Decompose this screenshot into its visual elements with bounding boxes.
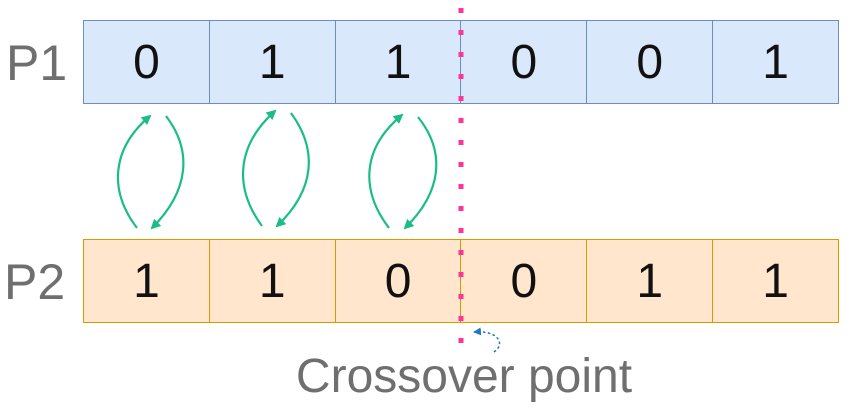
swap-arrow-down-2 (275, 112, 310, 228)
gene-cell: 1 (209, 239, 336, 323)
gene-cell: 0 (461, 239, 588, 323)
gene-cell: 0 (335, 239, 462, 323)
swap-arrow-up-3 (368, 113, 404, 229)
gene-cell: 1 (335, 20, 462, 104)
swap-arrow-up-1 (116, 114, 152, 229)
swap-arrow-up-2 (242, 109, 277, 227)
crossover-pointer-arrow (473, 327, 501, 353)
parent-2-label: P2 (4, 254, 66, 310)
parent-1-chromosome: 0 1 1 0 0 1 (83, 20, 839, 104)
parent-2-chromosome: 1 1 0 0 1 1 (83, 239, 839, 323)
gene-cell: 0 (587, 20, 714, 104)
gene-cell: 1 (713, 239, 839, 323)
gene-cell: 1 (209, 20, 336, 104)
gene-cell: 1 (83, 239, 210, 323)
parent-1-label: P1 (6, 35, 68, 91)
gene-cell: 1 (713, 20, 839, 104)
gene-cell: 1 (587, 239, 714, 323)
swap-arrows (116, 109, 438, 230)
gene-cell: 0 (83, 20, 210, 104)
gene-cell: 0 (461, 20, 588, 104)
swap-arrow-down-1 (150, 115, 185, 230)
crossover-point-label: Crossover point (295, 350, 633, 403)
swap-arrow-down-3 (403, 116, 438, 230)
